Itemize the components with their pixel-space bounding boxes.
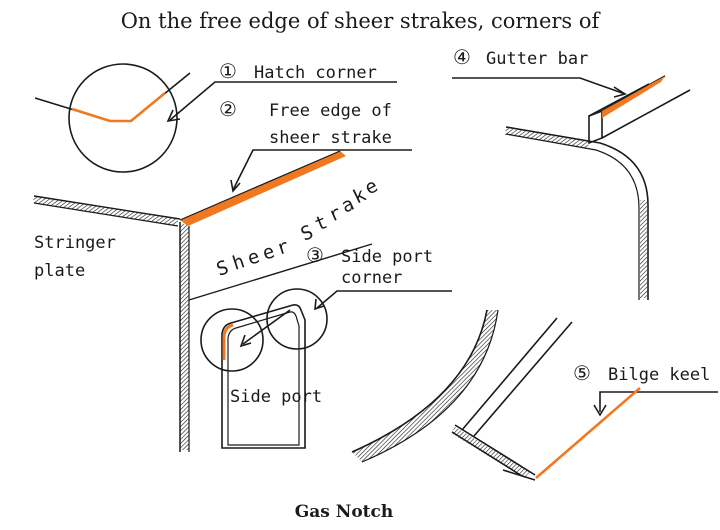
sheer-strake-letter: r — [274, 235, 292, 259]
side-port-group — [200, 288, 452, 449]
gutter-deck-hatching — [504, 127, 589, 149]
bilge-keel-flange — [502, 469, 536, 481]
bilge-keel-hatching — [451, 427, 530, 478]
sheer-strake-letter: h — [230, 250, 248, 274]
side-port-corner-leader-arrow — [314, 298, 325, 311]
bilge-longitudinal-lower — [473, 321, 573, 437]
side-port-corner-circle-left — [200, 308, 264, 372]
hatch-corner-panel — [34, 63, 397, 173]
hatch-corner-leader — [169, 81, 397, 121]
stringer-plate-top-line — [33, 195, 181, 220]
sheer-strake-top-edge — [179, 150, 341, 221]
sheer-strake-lower-edge — [188, 243, 373, 301]
bilge-keel-free-edge-highlight — [535, 387, 641, 479]
gutter-bar-group — [452, 75, 691, 300]
bilge-longitudinal-upper — [461, 317, 558, 431]
gutter-bar-arrowhead — [613, 86, 627, 98]
side-port-corner-label-line2: corner — [341, 268, 402, 288]
free-edge-label-line2: sheer strake — [269, 128, 392, 148]
gutter-deck-curve — [505, 126, 649, 300]
hatch-corner-circle — [68, 63, 178, 173]
side-port-leader-to-left-circle — [242, 309, 291, 345]
free-edge-marker: ② — [219, 99, 237, 121]
side-port-corner-label-line1: Side port — [341, 247, 433, 267]
hull-shell-hatching — [352, 310, 498, 462]
side-port-corner-marker: ③ — [306, 245, 324, 267]
gutter-bar-highlight — [602, 76, 665, 118]
page-heading: On the free edge of sheer strakes, corne… — [121, 9, 602, 33]
sheer-strake-hatching — [180, 224, 189, 450]
figure-caption: Gas Notch — [295, 502, 393, 522]
sheer-strake-free-edge-highlight — [180, 151, 346, 226]
stringer-plate-label-line2: plate — [34, 261, 85, 281]
bilge-keel-marker: ⑤ — [573, 363, 591, 385]
side-port-inner-outline — [227, 311, 300, 446]
free-edge-leader-group — [230, 149, 412, 193]
hatch-corner-label: Hatch corner — [254, 63, 377, 83]
stringer-plate-label-line1: Stringer — [34, 233, 116, 253]
stringer-plate-bottom-line — [33, 202, 179, 227]
free-edge-arrowhead — [230, 179, 241, 193]
side-port-corner-leader — [316, 290, 452, 309]
gutter-deck-curve-inner — [505, 133, 640, 300]
bilge-keel-web — [454, 424, 536, 476]
gutter-bar-label: Gutter bar — [486, 49, 588, 69]
bilge-keel-group — [351, 309, 718, 481]
hull-shell-outer — [351, 309, 488, 453]
gutter-side-hatching — [640, 200, 647, 298]
sheer-strake-letter: S — [214, 256, 232, 280]
bilge-keel-arrowhead — [593, 404, 607, 417]
free-edge-leader — [232, 149, 412, 191]
sheer-strake-letter: S — [298, 221, 317, 246]
gutter-bar-leader — [452, 77, 626, 95]
stringer-plate-hatching — [32, 196, 179, 226]
hatch-corner-line — [34, 72, 191, 122]
bilge-keel-label: Bilge keel — [608, 365, 710, 385]
gutter-bar-bottom-rail — [601, 89, 691, 139]
free-edge-label-line1: Free edge of — [269, 101, 392, 121]
gutter-bar-top-rail-far — [588, 83, 650, 117]
gutter-bar-marker: ④ — [453, 47, 471, 69]
side-port-leader-arrowhead — [239, 334, 252, 348]
hatch-corner-notch-highlight — [71, 91, 166, 123]
side-port-corner-highlight — [222, 323, 234, 360]
side-port-label: Side port — [230, 387, 322, 407]
side-port-outline — [221, 304, 306, 449]
hatch-corner-marker: ① — [219, 61, 237, 83]
hatch-corner-arrowhead — [166, 109, 181, 123]
bilge-keel-leader — [599, 391, 718, 412]
sheer-strake-letter: e — [245, 245, 263, 269]
